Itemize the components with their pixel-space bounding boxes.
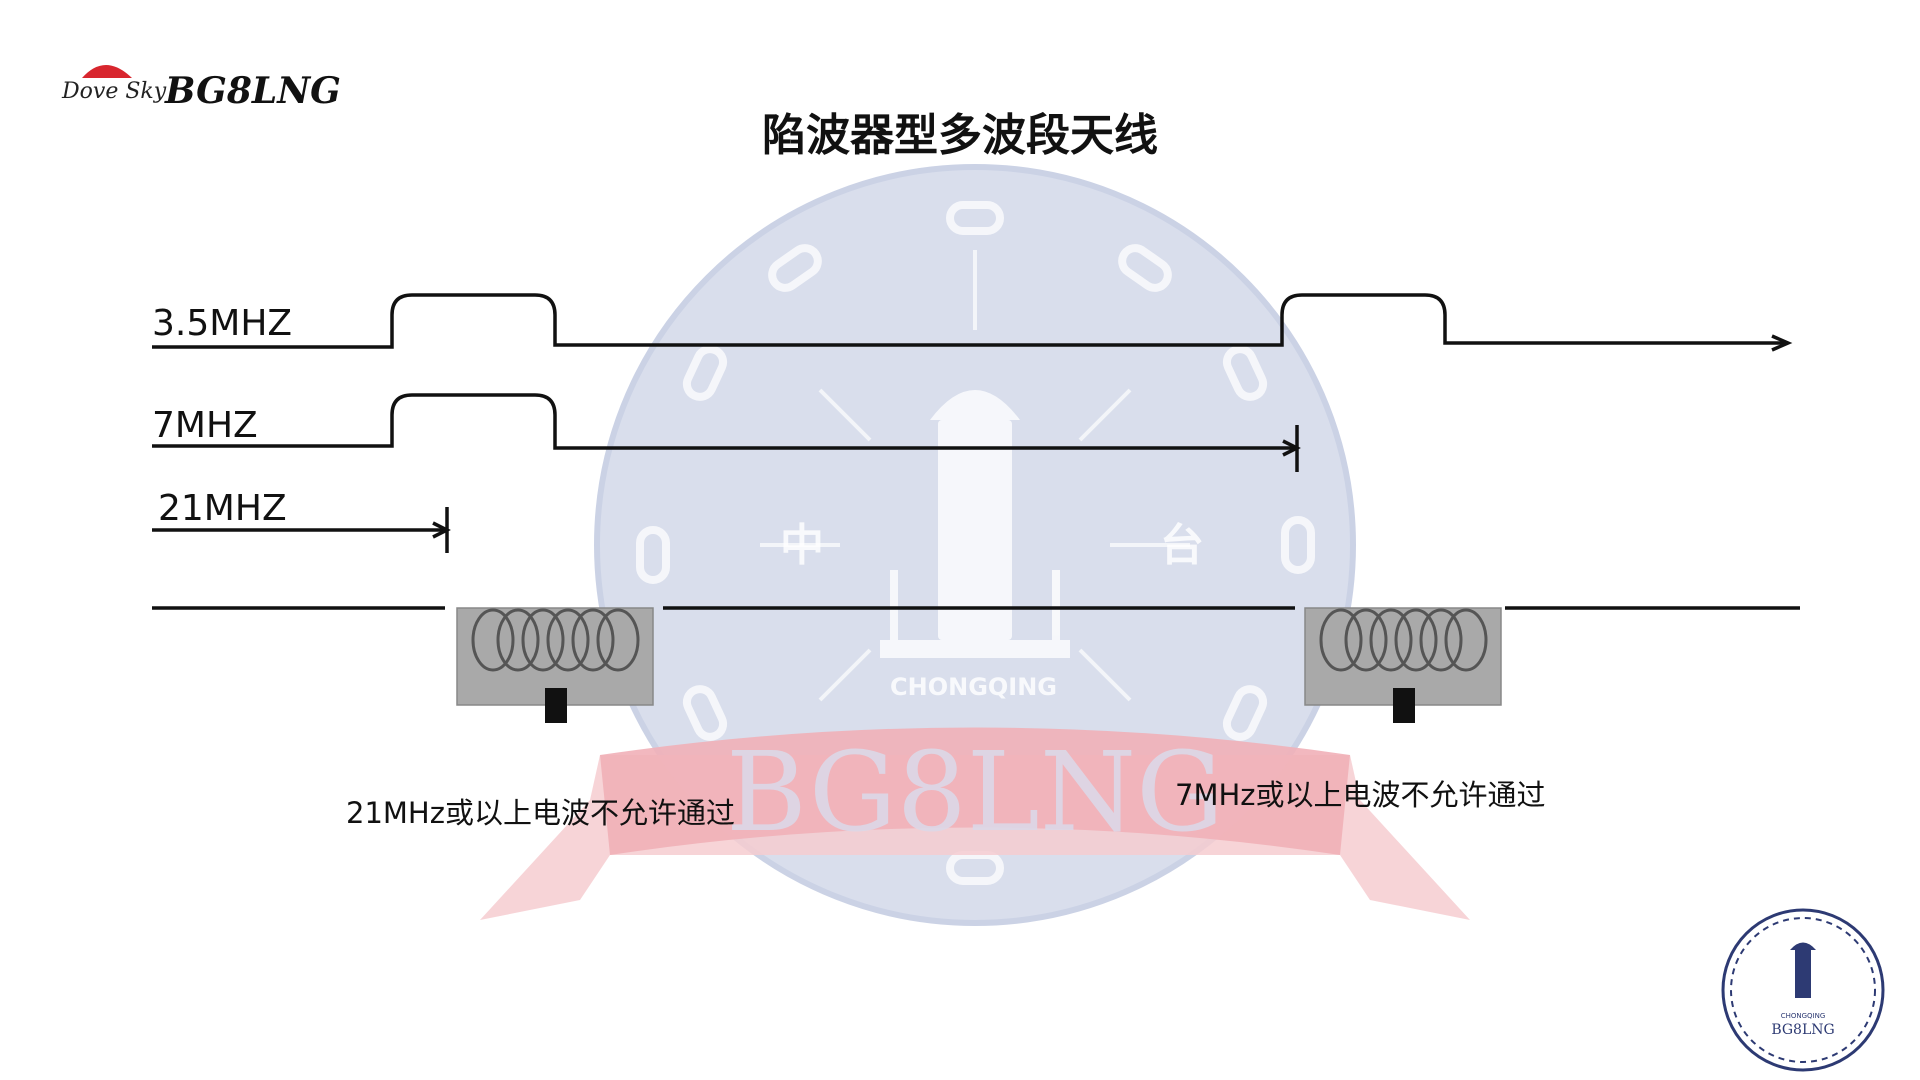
- arrow-icon: [1771, 334, 1793, 352]
- trap-left-capacitor: [545, 688, 567, 723]
- trap-right: [1304, 607, 1502, 723]
- badge-callsign: BG8LNG: [1771, 1022, 1834, 1038]
- logo-callsign: BG8LNG: [164, 70, 341, 112]
- watermark-center-left: 中: [780, 520, 824, 571]
- page-title: 陷波器型多波段天线: [762, 110, 1158, 161]
- watermark-city: CHONGQING: [890, 673, 1057, 701]
- logo: Dove Sky BG8LNG: [61, 65, 341, 112]
- watermark-banner-text: BG8LNG: [726, 728, 1224, 856]
- watermark-center-right: 台: [1160, 520, 1204, 571]
- path-7mhz: [152, 393, 1301, 472]
- band-label-3-5mhz: 3.5MHZ: [152, 303, 292, 344]
- wave-icon-ring: [636, 201, 1315, 885]
- note-right-trap: 7MHz或以上电波不允许通过: [1175, 778, 1546, 812]
- coil-icon: [1319, 608, 1488, 672]
- tower-icon: [880, 390, 1070, 658]
- coil-icon: [471, 608, 640, 672]
- watermark-banner: BG8LNG: [480, 727, 1470, 920]
- trap-right-capacitor: [1393, 688, 1415, 723]
- sun-icon: [82, 65, 132, 78]
- logo-dove-text: Dove Sky: [61, 79, 167, 104]
- watermark: 中 台 CHONGQING BG8LNG: [480, 164, 1470, 926]
- band-label-21mhz: 21MHZ: [158, 488, 287, 529]
- trap-left: [456, 607, 654, 723]
- seal-icon: CHONGQING BG8LNG: [1721, 908, 1885, 1072]
- band-label-7mhz: 7MHZ: [152, 405, 258, 446]
- path-3-5mhz: [152, 293, 1793, 352]
- path-21mhz: [152, 507, 451, 553]
- badge-city: CHONGQING: [1781, 1012, 1826, 1020]
- note-left-trap: 21MHz或以上电波不允许通过: [346, 796, 735, 830]
